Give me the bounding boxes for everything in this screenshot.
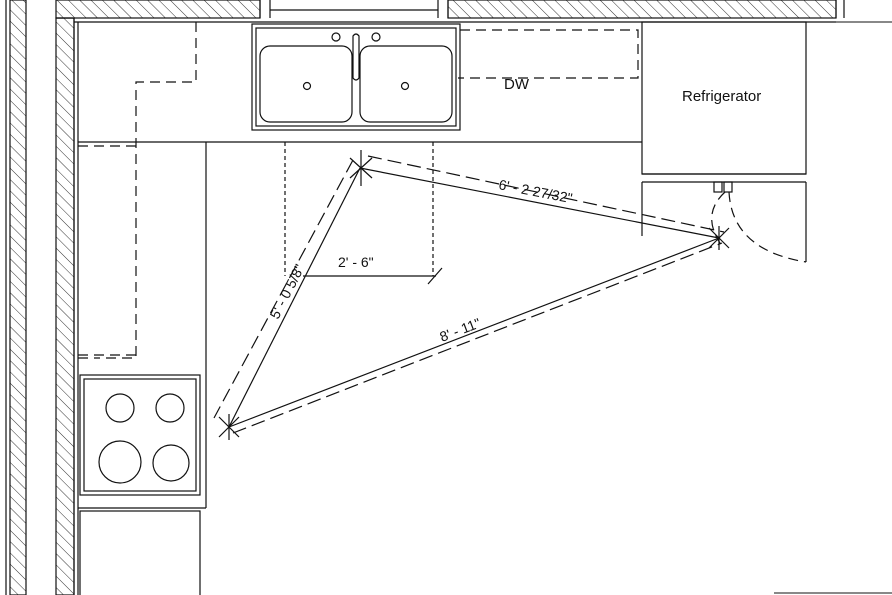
top-wall-left <box>55 0 261 19</box>
lower-cabinet <box>78 507 206 595</box>
left-wall <box>55 17 75 595</box>
dimension-tick <box>349 150 373 186</box>
range <box>79 374 201 496</box>
triangle-leg-sink-range <box>228 167 361 428</box>
triangle-leg-sink-fridge <box>359 167 720 239</box>
sink <box>251 23 461 276</box>
window <box>259 0 449 18</box>
top-wall-right <box>447 0 837 19</box>
walls <box>5 0 845 595</box>
burner-back-right <box>155 393 185 423</box>
dimension-sink-offset: 2' - 6" <box>338 254 374 270</box>
burner-front-right <box>152 444 190 482</box>
dishwasher-label: DW <box>504 76 530 93</box>
burner-front-left <box>98 440 142 484</box>
left-outer-wall <box>9 0 27 595</box>
triangle-leg-range-fridge <box>228 237 720 428</box>
top-counter <box>78 22 642 508</box>
refrigerator: Refrigerator <box>641 21 807 263</box>
dimension-range-to-fridge: 8' - 11" <box>437 315 482 345</box>
dimension-tick <box>708 226 730 250</box>
work-triangle <box>213 150 730 440</box>
refrigerator-label: Refrigerator <box>682 88 761 105</box>
dimension-tick <box>218 414 240 440</box>
floor-edge <box>774 21 892 594</box>
burner-back-left <box>105 393 135 423</box>
dishwasher: DW <box>458 29 639 93</box>
